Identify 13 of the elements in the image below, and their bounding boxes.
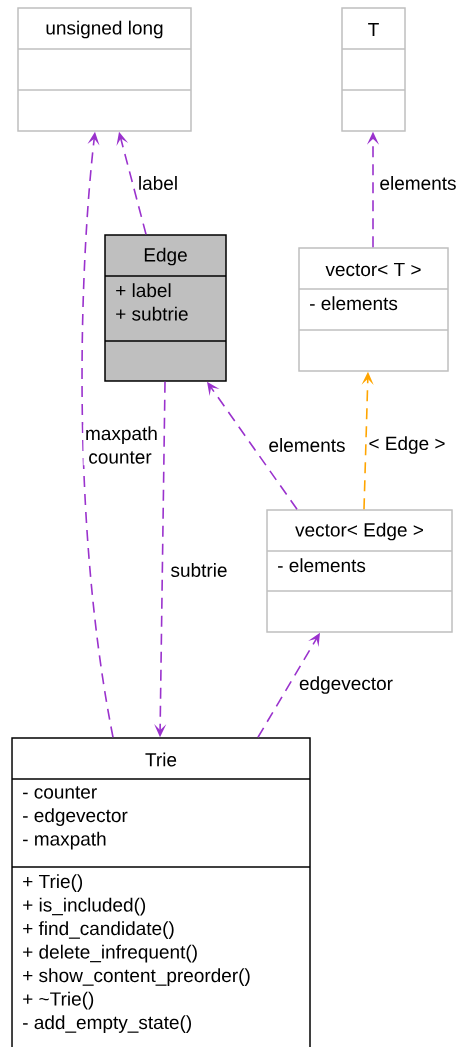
edge-label: maxpath counter xyxy=(83,424,157,466)
edge-label: elements xyxy=(266,436,348,454)
edge-label: elements xyxy=(377,174,459,192)
class-box: Trie - counter - edgevector - maxpath + Trie() + is_included() + find_candidate() + delete_infrequent() + show_content_preorder() + ~Trie() - add_empty_state() xyxy=(11,737,311,1047)
edge-label: edgevector xyxy=(297,674,395,696)
class-box: vector< Edge > - elements xyxy=(266,509,453,633)
class-box: vector< T > - elements xyxy=(298,247,449,372)
class-box: unsigned long xyxy=(17,7,192,132)
class-box: Edge + label + subtrie xyxy=(104,234,227,382)
edge-label: label xyxy=(136,174,180,192)
edge-label: < Edge > xyxy=(366,434,448,456)
class-box: T xyxy=(341,7,406,132)
edge-label: subtrie xyxy=(169,561,229,579)
